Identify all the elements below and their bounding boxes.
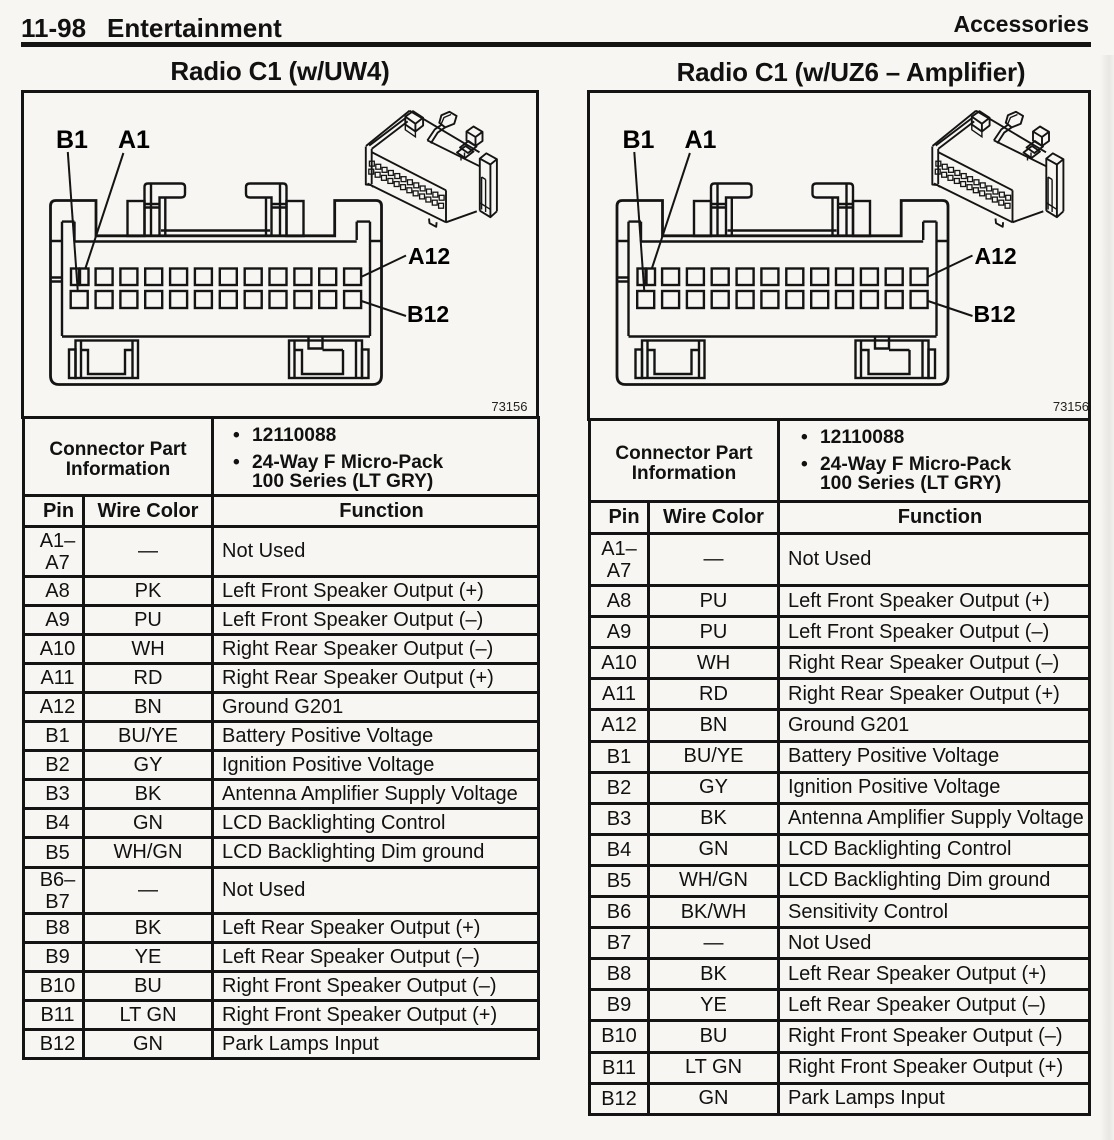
svg-text:73156: 73156 <box>491 399 527 414</box>
svg-text:B12: B12 <box>407 301 449 327</box>
svg-text:B1: B1 <box>56 126 88 154</box>
svg-text:B12: B12 <box>974 301 1016 327</box>
svg-text:A1: A1 <box>118 126 150 154</box>
svg-text:B1: B1 <box>623 126 655 154</box>
svg-text:A12: A12 <box>975 243 1017 269</box>
svg-text:73156: 73156 <box>1053 399 1089 414</box>
svg-text:A1: A1 <box>685 126 717 154</box>
svg-text:A12: A12 <box>408 243 450 269</box>
